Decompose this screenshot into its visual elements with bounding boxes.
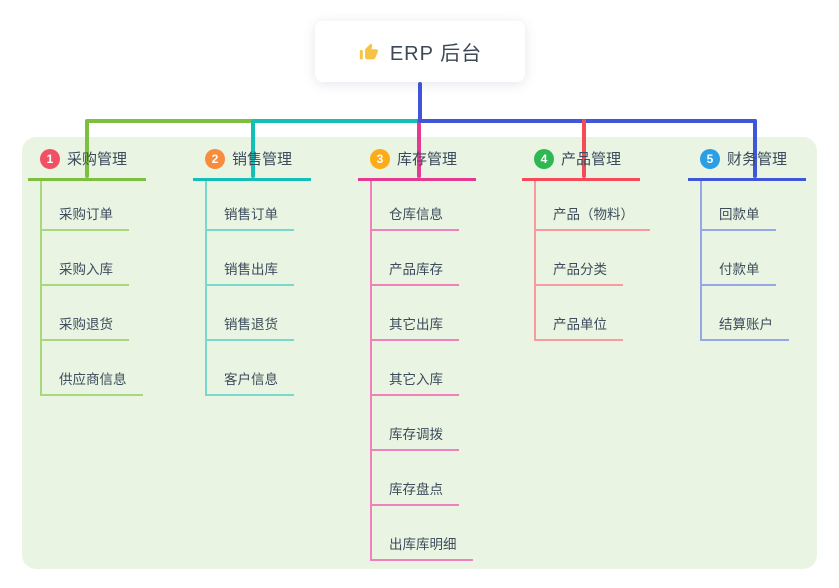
child-item: 其它入库 [372,341,476,396]
connector-drop-branch-1 [85,119,89,178]
child-item: 采购退货 [42,286,146,341]
child-item: 产品库存 [372,231,476,286]
child-label[interactable]: 销售出库 [207,258,294,286]
branch-number-badge: 3 [370,148,390,169]
branch-number-badge: 1 [40,148,60,169]
child-label[interactable]: 库存调拨 [372,423,459,451]
child-label[interactable]: 仓库信息 [372,203,459,231]
branch-label: 销售管理 [232,151,293,168]
branch-header[interactable]: 4 产品管理 [522,148,640,181]
child-label[interactable]: 销售退货 [207,313,294,341]
child-item: 客户信息 [207,341,311,396]
branch-header[interactable]: 1 采购管理 [28,148,146,181]
root-stem-line [418,82,422,123]
connector-drop-branch-2 [251,119,255,178]
branch-1: 1 采购管理 采购订单 采购入库 采购退货 供应商信息 [28,148,146,396]
child-item: 产品单位 [536,286,640,341]
child-item: 供应商信息 [42,341,146,396]
child-label[interactable]: 回款单 [702,203,776,231]
branch-header[interactable]: 3 库存管理 [358,148,476,181]
child-label[interactable]: 其它入库 [372,368,459,396]
branch-4: 4 产品管理 产品（物料） 产品分类 产品单位 [522,148,650,341]
child-label[interactable]: 产品（物料） [536,203,650,231]
branch-label: 采购管理 [67,151,128,168]
connector-drop-branch-4 [582,119,586,178]
child-item: 出库库明细 [372,506,476,561]
child-item: 回款单 [702,181,806,231]
child-item: 销售退货 [207,286,311,341]
branch-number-badge: 2 [205,148,225,169]
child-item: 采购订单 [42,181,146,231]
branch-label: 财务管理 [727,151,788,168]
branch-3: 3 库存管理 仓库信息 产品库存 其它出库 其它入库 库存调拨 库存盘点 出库库… [358,148,476,561]
branch-children: 回款单 付款单 结算账户 [700,181,806,341]
connector-drop-branch-5 [753,119,757,178]
child-label[interactable]: 库存盘点 [372,478,459,506]
child-label[interactable]: 销售订单 [207,203,294,231]
child-item: 仓库信息 [372,181,476,231]
child-label[interactable]: 出库库明细 [372,533,473,561]
connector-drop-branch-3 [417,119,421,178]
branch-number-badge: 5 [700,148,720,169]
child-label[interactable]: 产品分类 [536,258,623,286]
child-label[interactable]: 采购订单 [42,203,129,231]
branch-number-badge: 4 [534,148,554,169]
child-label[interactable]: 客户信息 [207,368,294,396]
child-label[interactable]: 供应商信息 [42,368,143,396]
branch-header[interactable]: 5 财务管理 [688,148,806,181]
child-label[interactable]: 付款单 [702,258,776,286]
branch-children: 产品（物料） 产品分类 产品单位 [534,181,650,341]
child-item: 产品（物料） [536,181,650,231]
connector-horizontal-3 [419,119,757,123]
branch-header[interactable]: 2 销售管理 [193,148,311,181]
thumbs-up-icon [358,41,380,63]
child-label[interactable]: 采购退货 [42,313,129,341]
root-title: ERP 后台 [389,43,483,65]
child-item: 付款单 [702,231,806,286]
child-label[interactable]: 产品单位 [536,313,623,341]
branch-children: 仓库信息 产品库存 其它出库 其它入库 库存调拨 库存盘点 出库库明细 [370,181,476,561]
child-label[interactable]: 采购入库 [42,258,129,286]
branch-children: 采购订单 采购入库 采购退货 供应商信息 [40,181,146,396]
branches-panel [22,137,817,569]
branch-2: 2 销售管理 销售订单 销售出库 销售退货 客户信息 [193,148,311,396]
child-label[interactable]: 其它出库 [372,313,459,341]
child-item: 结算账户 [702,286,806,341]
connector-horizontal-2 [253,119,421,123]
connector-horizontal-1 [87,119,255,123]
child-label[interactable]: 产品库存 [372,258,459,286]
child-item: 采购入库 [42,231,146,286]
root-node[interactable]: ERP 后台 [315,21,525,82]
branch-children: 销售订单 销售出库 销售退货 客户信息 [205,181,311,396]
child-item: 产品分类 [536,231,640,286]
child-item: 库存调拨 [372,396,476,451]
child-item: 库存盘点 [372,451,476,506]
child-item: 销售订单 [207,181,311,231]
child-item: 销售出库 [207,231,311,286]
child-item: 其它出库 [372,286,476,341]
branch-label: 库存管理 [397,151,458,168]
branch-label: 产品管理 [561,151,622,168]
branch-5: 5 财务管理 回款单 付款单 结算账户 [688,148,806,341]
child-label[interactable]: 结算账户 [702,313,789,341]
